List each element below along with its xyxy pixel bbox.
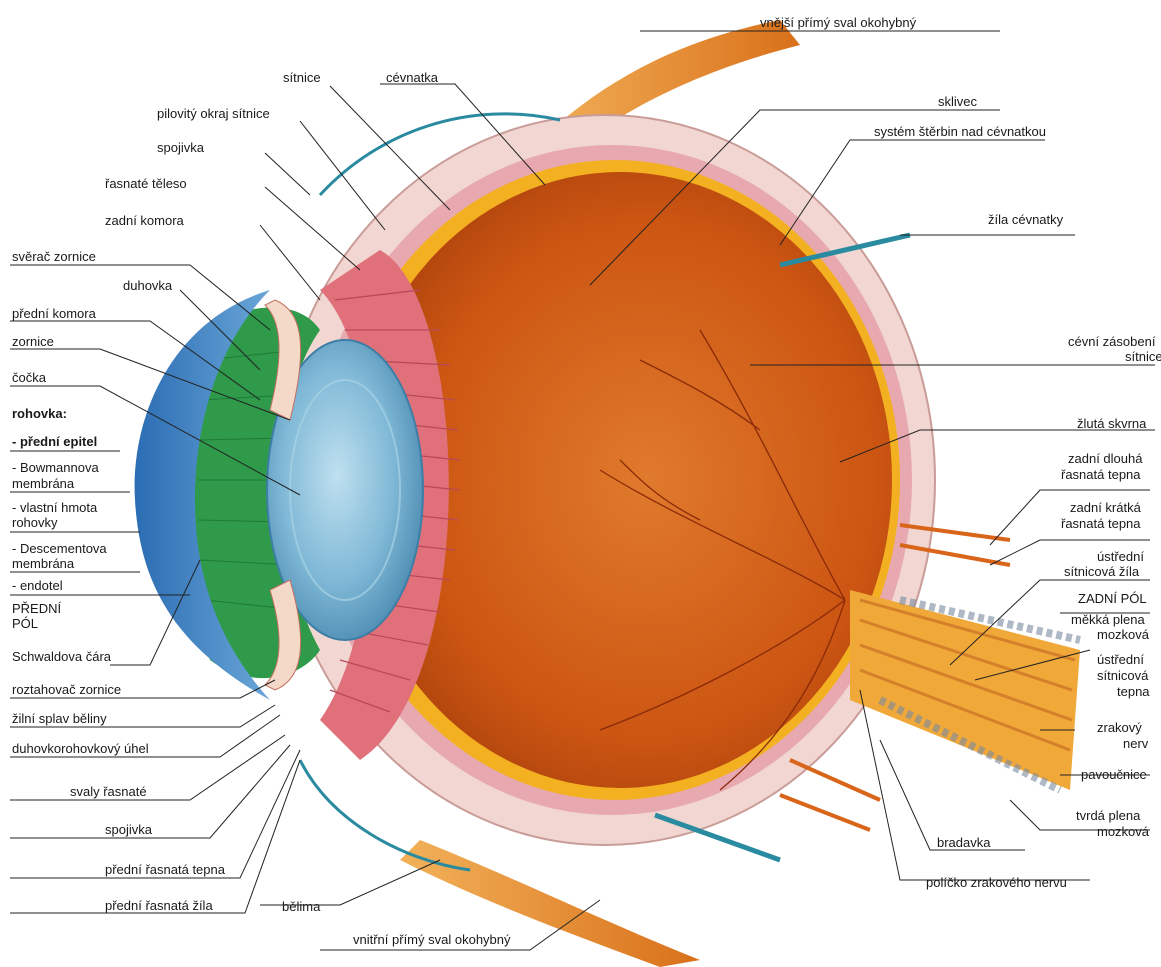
label-anterior-ciliary-vein: přední řasnatá žíla — [105, 898, 213, 913]
label-conjunctiva-bottom: spojivka — [105, 822, 153, 837]
label-scleral-sinus: žilní splav běliny — [12, 711, 107, 726]
label-central-retinal-vein-2: sítnicová žíla — [1064, 564, 1140, 579]
label-pia-mater-1: měkká plena — [1071, 612, 1145, 627]
label-arachnoid: pavoučnice — [1081, 767, 1147, 782]
label-bowman-1: - Bowmannova — [12, 460, 99, 475]
label-posterior-pole: ZADNÍ PÓL — [1078, 591, 1147, 606]
label-choroid-vein: žíla cévnatky — [988, 212, 1064, 227]
label-suprachoroid: systém štěrbin nad cévnatkou — [874, 124, 1046, 139]
label-cornea: rohovka: — [12, 406, 67, 421]
label-pupil: zornice — [12, 334, 54, 349]
label-short-ciliary-1: zadní krátká — [1070, 500, 1142, 515]
label-ciliary-body: řasnaté těleso — [105, 176, 187, 191]
label-schwalbe-line: Schwaldova čára — [12, 649, 112, 664]
label-bowman-2: membrána — [12, 476, 75, 491]
label-lateral-rectus: vnější přímý sval okohybný — [760, 15, 917, 30]
label-central-retinal-artery-1: ústřední — [1097, 652, 1144, 667]
label-optic-disc: políčko zrakového nervu — [926, 875, 1067, 890]
label-choroid: cévnatka — [386, 70, 439, 85]
label-pupil-dilator: roztahovač zornice — [12, 682, 121, 697]
label-stroma-2: rohovky — [12, 515, 58, 530]
label-endothelium: - endotel — [12, 578, 63, 593]
label-optic-nerve-2: nerv — [1123, 736, 1149, 751]
label-macula: žlutá skvrna — [1077, 416, 1147, 431]
label-retina: sítnice — [283, 70, 321, 85]
label-lens: čočka — [12, 370, 47, 385]
label-optic-nerve-1: zrakový — [1097, 720, 1142, 735]
label-dura-mater-2: mozková — [1097, 824, 1150, 839]
label-dura-mater-1: tvrdá plena — [1076, 808, 1141, 823]
label-conjunctiva-top: spojivka — [157, 140, 205, 155]
label-anterior-pole-1: PŘEDNÍ — [12, 601, 62, 616]
label-medial-rectus: vnitřní přímý sval okohybný — [353, 932, 511, 947]
label-optic-papilla: bradavka — [937, 835, 991, 850]
label-descemet-2: membrána — [12, 556, 75, 571]
label-short-ciliary-2: řasnatá tepna — [1061, 516, 1141, 531]
label-iridocorneal-angle: duhovkorohovkový úhel — [12, 741, 149, 756]
optic-nerve — [850, 590, 1080, 790]
label-central-retinal-vein-1: ústřední — [1097, 549, 1144, 564]
label-central-retinal-artery-2: sítnicová — [1097, 668, 1149, 683]
label-anterior-ciliary-artery: přední řasnatá tepna — [105, 862, 226, 877]
label-posterior-chamber: zadní komora — [105, 213, 185, 228]
label-anterior-chamber: přední komora — [12, 306, 97, 321]
label-pia-mater-2: mozková — [1097, 627, 1150, 642]
label-central-retinal-artery-3: tepna — [1117, 684, 1150, 699]
label-sclera: bělima — [282, 899, 321, 914]
label-descemet-1: - Descementova — [12, 541, 107, 556]
label-ciliary-muscles: svaly řasnaté — [70, 784, 147, 799]
label-long-ciliary-1: zadní dlouhá — [1068, 451, 1143, 466]
label-long-ciliary-2: řasnatá tepna — [1061, 467, 1141, 482]
label-vitreous: sklivec — [938, 94, 978, 109]
label-iris: duhovka — [123, 278, 173, 293]
label-ora-serrata: pilovitý okraj sítnice — [157, 106, 270, 121]
label-stroma-1: - vlastní hmota — [12, 500, 98, 515]
label-anterior-pole-2: PÓL — [12, 616, 38, 631]
medial-rectus-muscle — [400, 840, 700, 967]
label-retinal-blood-supply-1: cévní zásobení — [1068, 334, 1156, 349]
label-retinal-blood-supply-2: sítnice — [1125, 349, 1161, 364]
label-anterior-epithelium: - přední epitel — [12, 434, 97, 449]
label-pupil-sphincter: svěrač zornice — [12, 249, 96, 264]
